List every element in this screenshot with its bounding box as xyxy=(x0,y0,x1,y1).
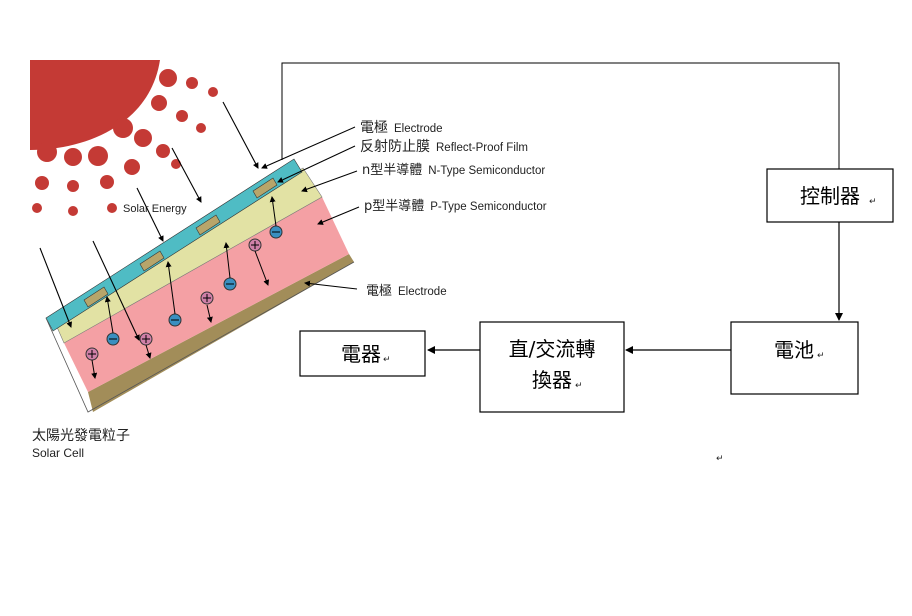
solar-energy-particles xyxy=(32,69,218,216)
svg-text:↵: ↵ xyxy=(575,381,583,391)
bottom-electrode-layer xyxy=(88,254,354,412)
converter-label-line2: 換器 xyxy=(532,368,572,392)
reflect-proof-layer xyxy=(45,158,303,332)
appliance-box xyxy=(299,330,426,377)
internal-arrows xyxy=(91,196,277,379)
solar-cell-caption-en: Solar Cell xyxy=(32,446,84,460)
appliance-label: 電器 xyxy=(341,342,381,366)
converter-label-line1: 直/交流轉 xyxy=(509,337,596,361)
battery-label: 電池 xyxy=(774,338,814,362)
minus-carriers xyxy=(106,225,283,346)
controller-box xyxy=(766,168,894,223)
light-arrows xyxy=(39,101,259,341)
sun-icon xyxy=(30,60,160,150)
battery-box xyxy=(730,321,859,395)
para-mark: ↵ xyxy=(869,197,877,207)
converter-box xyxy=(479,321,625,413)
svg-text:↵: ↵ xyxy=(716,454,724,464)
leader-lines xyxy=(261,126,360,290)
carriers xyxy=(85,225,283,361)
svg-text:↵: ↵ xyxy=(383,355,391,365)
svg-text:↵: ↵ xyxy=(817,351,825,361)
wire-panel-to-controller xyxy=(281,62,840,169)
solar-cell-caption-cn: 太陽光發電粒子 xyxy=(32,428,130,444)
solar-energy-label: Solar Energy xyxy=(123,203,187,215)
controller-label: 控制器 xyxy=(800,184,860,208)
top-electrodes xyxy=(83,177,278,308)
